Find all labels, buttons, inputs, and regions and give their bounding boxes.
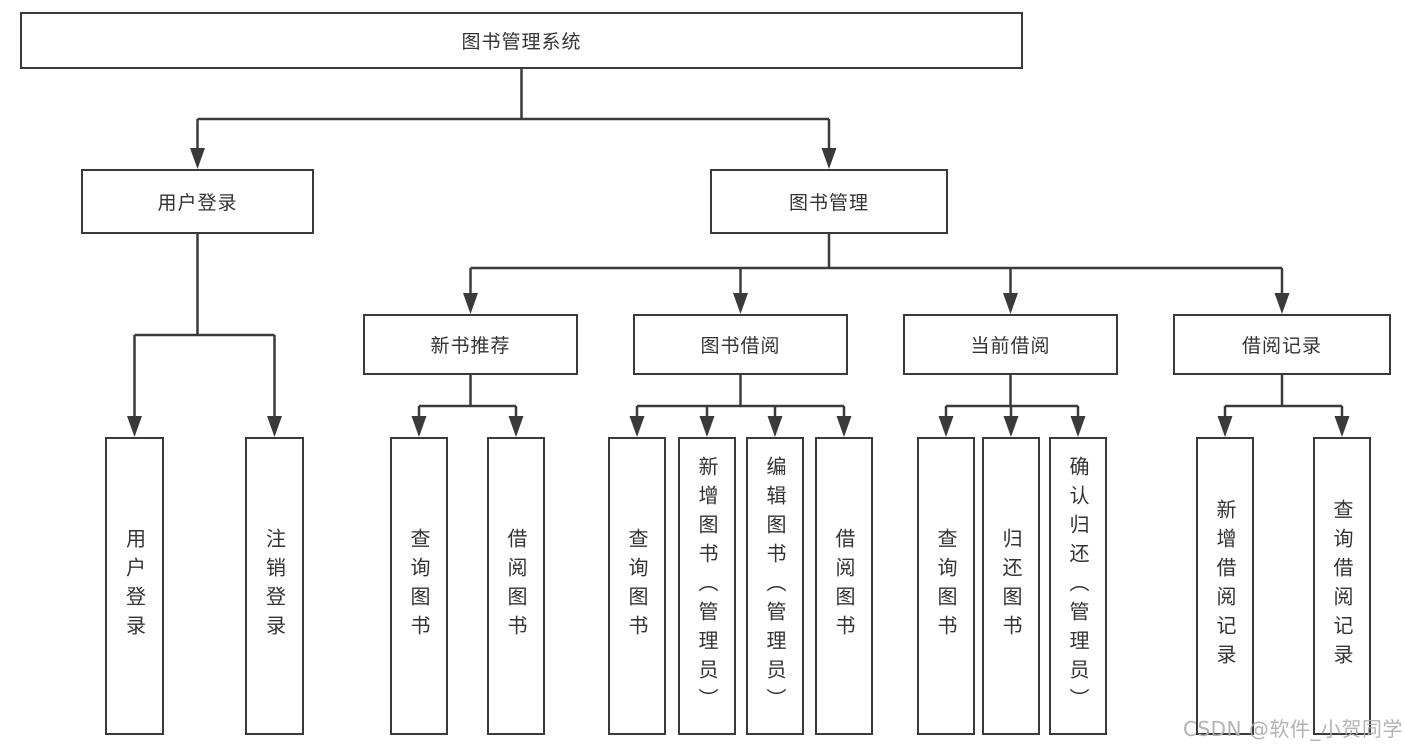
leaf-query-books-borrow: 查询图书 bbox=[608, 437, 666, 735]
node-new-book-recommend: 新书推荐 bbox=[363, 314, 578, 375]
leaf-confirm-return-admin: 确认归还（管理员） bbox=[1049, 437, 1107, 735]
leaf-user-login: 用户登录 bbox=[105, 437, 164, 735]
node-borrowing-records: 借阅记录 bbox=[1173, 314, 1391, 375]
leaf-add-borrow-record: 新增借阅记录 bbox=[1196, 437, 1254, 735]
leaf-return-book: 归还图书 bbox=[982, 437, 1040, 735]
leaf-logout: 注销登录 bbox=[245, 437, 304, 735]
leaf-query-borrow-record: 查询借阅记录 bbox=[1313, 437, 1371, 735]
connector-arrowheads bbox=[127, 148, 1350, 437]
node-book-management: 图书管理 bbox=[710, 169, 948, 234]
csdn-watermark: CSDN @软件_小贺同学 bbox=[1183, 717, 1403, 741]
leaf-borrow-books: 借阅图书 bbox=[815, 437, 873, 735]
leaf-edit-book-admin: 编辑图书（管理员） bbox=[746, 437, 804, 735]
leaf-query-books-recommend: 查询图书 bbox=[390, 437, 448, 735]
leaf-add-book-admin: 新增图书（管理员） bbox=[678, 437, 736, 735]
node-current-borrowing: 当前借阅 bbox=[903, 314, 1118, 375]
node-book-borrowing: 图书借阅 bbox=[633, 314, 848, 375]
node-library-system: 图书管理系统 bbox=[20, 12, 1023, 69]
leaf-borrow-books-recommend: 借阅图书 bbox=[487, 437, 545, 735]
leaf-query-books-current: 查询图书 bbox=[917, 437, 975, 735]
node-user-login: 用户登录 bbox=[81, 169, 314, 234]
